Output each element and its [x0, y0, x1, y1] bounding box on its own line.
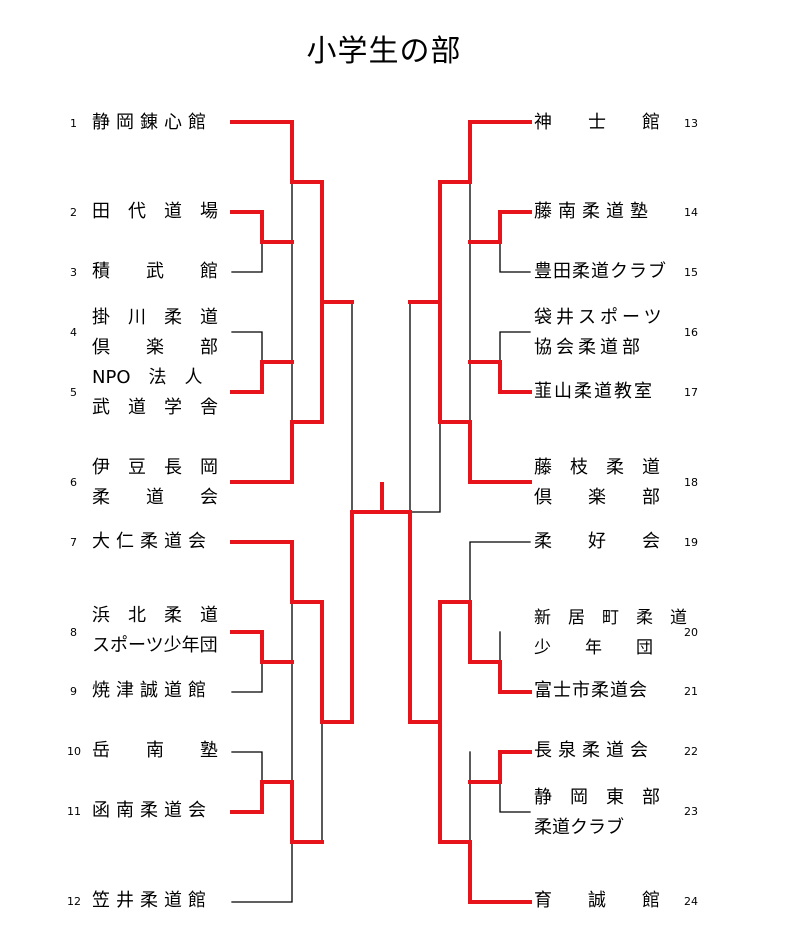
team-name: 浜 北 柔 道 スポーツ少年団: [92, 605, 218, 656]
loser-bracket-line: [231, 661, 263, 693]
seed-number: 13: [684, 117, 698, 130]
team-name: 田 代 道 場: [92, 201, 218, 222]
seed-number: 14: [684, 206, 698, 219]
team-name: 焼津誠道館: [92, 680, 212, 701]
loser-bracket-line: [231, 331, 263, 363]
team-name: 岳 南 塾: [92, 740, 218, 761]
team-name: 豊田柔道クラブ: [534, 261, 667, 282]
winner-bracket-line: [438, 720, 532, 904]
team-name: 富士市柔道会: [534, 680, 648, 701]
loser-bracket-line: [469, 541, 531, 603]
team-name: 新 居 町 柔 道 少 年 団: [534, 608, 687, 658]
team-name: NPO 法 人 武 道 学 舎: [92, 367, 218, 418]
winner-bracket-line: [438, 300, 532, 484]
seed-number: 17: [684, 386, 698, 399]
winner-bracket-line: [468, 360, 532, 394]
winner-bracket-line: [230, 120, 354, 304]
team-name: 神 士 館: [534, 112, 660, 133]
loser-bracket-line: [409, 301, 441, 513]
team-name: 柔 好 会: [534, 531, 660, 552]
seed-number: 7: [70, 536, 77, 549]
loser-bracket-line: [499, 781, 531, 813]
seed-number: 4: [70, 326, 77, 339]
seed-number: 21: [684, 685, 698, 698]
seed-number: 5: [70, 386, 77, 399]
team-name: 伊 豆 長 岡 柔 道 会: [92, 457, 218, 508]
seed-number: 8: [70, 626, 77, 639]
winner-bracket-line: [230, 210, 294, 244]
winner-bracket-line: [468, 600, 532, 694]
loser-bracket-line: [499, 331, 531, 363]
winner-bracket-line: [468, 750, 532, 784]
winner-bracket-line: [230, 482, 384, 724]
seed-number: 12: [67, 895, 81, 908]
seed-number: 23: [684, 805, 698, 818]
seed-number: 9: [70, 685, 77, 698]
page-title: 小学生の部: [306, 34, 462, 69]
seed-number: 11: [67, 805, 81, 818]
seed-number: 15: [684, 266, 698, 279]
team-name: 静 岡 東 部 柔道クラブ: [534, 787, 660, 838]
seed-number: 16: [684, 326, 698, 339]
loser-bracket-line: [321, 301, 383, 513]
seed-number: 1: [70, 117, 77, 130]
winner-bracket-line: [468, 210, 532, 244]
loser-bracket-line: [231, 241, 263, 273]
team-name: 静岡錬心館: [92, 112, 212, 133]
seed-number: 20: [684, 626, 698, 639]
team-name: 藤南柔道塾: [534, 201, 654, 222]
team-name: 藤 枝 柔 道 倶 楽 部: [534, 457, 660, 508]
team-name: 大仁柔道会: [92, 531, 212, 552]
seed-number: 18: [684, 476, 698, 489]
winner-bracket-line: [230, 630, 294, 664]
team-name: 掛 川 柔 道 倶 楽 部: [92, 307, 218, 358]
seed-number: 2: [70, 206, 77, 219]
seed-number: 19: [684, 536, 698, 549]
seed-number: 6: [70, 476, 77, 489]
winner-bracket-line: [230, 780, 324, 844]
winner-bracket-line: [230, 300, 324, 484]
seed-number: 3: [70, 266, 77, 279]
seed-number: 22: [684, 745, 698, 758]
winner-bracket-line: [408, 120, 532, 304]
loser-bracket-line: [499, 241, 531, 273]
team-name: 袋井スポーツ 協会柔道部: [534, 307, 666, 358]
team-name: 韮山柔道教室: [534, 381, 654, 402]
loser-bracket-line: [231, 751, 263, 783]
winner-bracket-line: [230, 360, 294, 394]
seed-number: 10: [67, 745, 81, 758]
team-name: 積 武 館: [92, 261, 218, 282]
seed-number: 24: [684, 895, 698, 908]
winner-bracket-line: [380, 510, 472, 724]
team-name: 長泉柔道会: [534, 740, 654, 761]
team-name: 函南柔道会: [92, 800, 212, 821]
team-name: 育 誠 館: [534, 890, 660, 911]
team-name: 笠井柔道館: [92, 890, 212, 911]
